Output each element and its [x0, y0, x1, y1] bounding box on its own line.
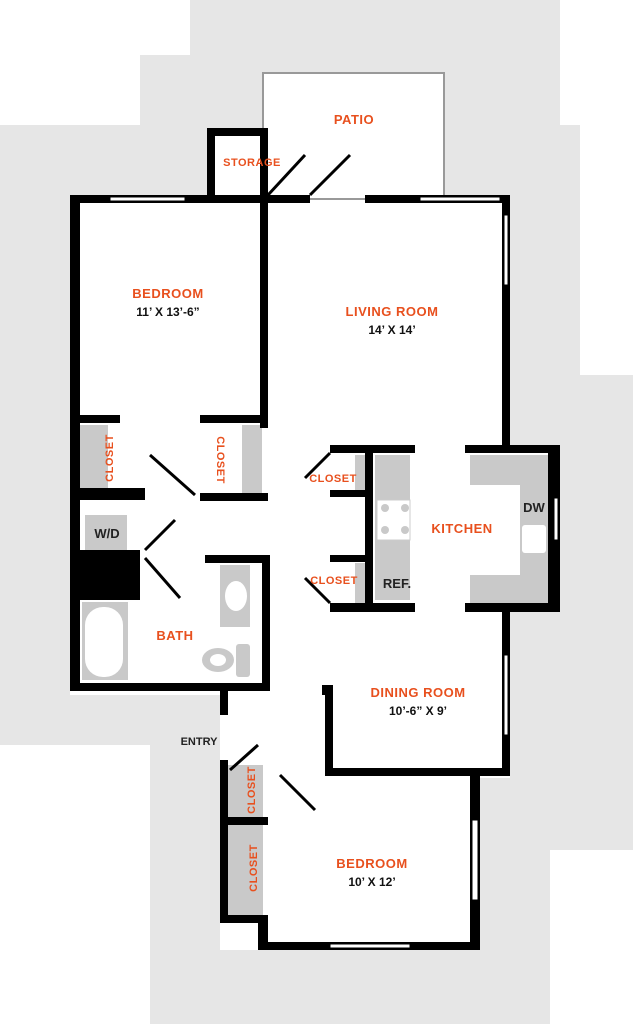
stove-burners-icon — [381, 504, 409, 534]
size-bedroom-2: 10’ X 12’ — [348, 875, 395, 889]
size-living-room: 14’ X 14’ — [368, 323, 415, 337]
bath-sink-icon — [225, 581, 247, 611]
label-closet-kitchen-top: CLOSET — [309, 473, 357, 485]
label-closet-bed2: CLOSET — [248, 844, 260, 892]
label-patio: PATIO — [334, 112, 374, 127]
label-washer-dryer: W/D — [94, 526, 119, 541]
label-dishwasher: DW — [523, 500, 545, 515]
label-dining-room: DINING ROOM — [370, 685, 465, 700]
label-closet-entry: CLOSET — [246, 766, 258, 814]
label-kitchen: KITCHEN — [431, 521, 492, 536]
label-bedroom-1: BEDROOM — [132, 286, 203, 301]
bathtub-icon — [85, 607, 123, 677]
size-bedroom-1: 11’ X 13’-6” — [136, 305, 199, 319]
size-dining-room: 10’-6” X 9’ — [389, 704, 447, 718]
label-entry: ENTRY — [181, 736, 219, 748]
windows — [109, 196, 559, 949]
label-closet-kitchen-bottom: CLOSET — [310, 575, 358, 587]
label-bedroom-2: BEDROOM — [336, 856, 407, 871]
doors — [143, 153, 352, 812]
label-refrigerator: REF. — [383, 576, 411, 591]
label-closet-bed1-right: CLOSET — [214, 436, 226, 484]
label-living-room: LIVING ROOM — [346, 304, 439, 319]
label-closet-bed1-left: CLOSET — [104, 434, 116, 482]
label-storage: STORAGE — [223, 157, 281, 169]
label-bath: BATH — [156, 628, 193, 643]
sink-icon — [522, 525, 546, 553]
